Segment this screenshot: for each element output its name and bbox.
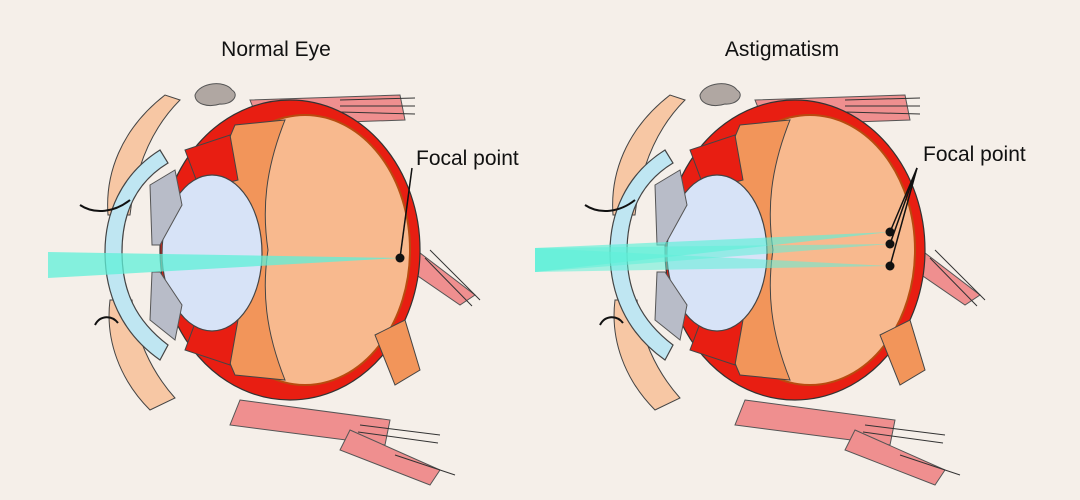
normal-eye-diagram (48, 82, 481, 486)
astigmatism-beam-bottom (535, 248, 890, 272)
astigmatism-focal-point-label: Focal point (923, 143, 1026, 166)
normal-eye-callout-line (399, 167, 413, 259)
astigmatism-callout-line-2 (889, 167, 918, 245)
astigmatism-callout-line-3 (889, 167, 918, 267)
normal-eye-focal-point-label: Focal point (416, 147, 519, 170)
astigmatism-title: Astigmatism (724, 38, 840, 61)
normal-eye-light-beam (48, 252, 400, 278)
astigmatism-eye-diagram (535, 82, 986, 486)
normal-eye-title: Normal Eye (221, 38, 331, 61)
normal-eye-cross-section (79, 82, 481, 486)
